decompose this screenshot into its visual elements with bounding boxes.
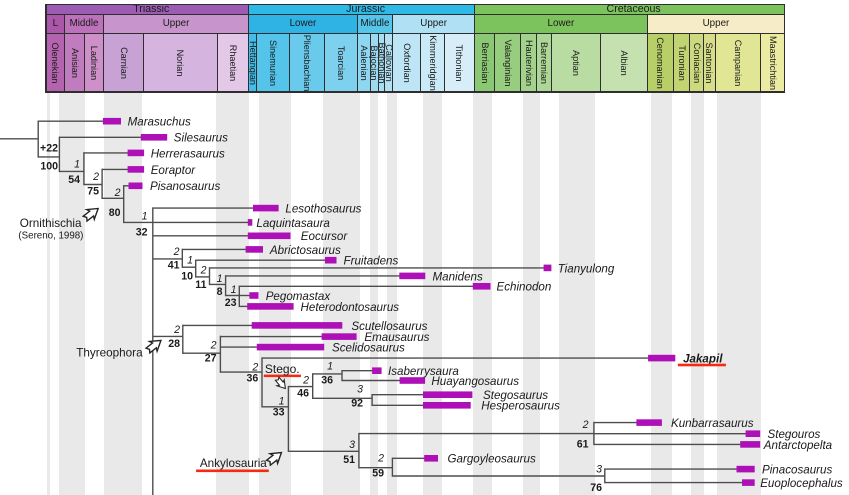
svg-text:36: 36 (247, 373, 259, 385)
svg-text:32: 32 (136, 227, 148, 239)
svg-text:Tianyulong: Tianyulong (558, 262, 615, 275)
svg-text:76: 76 (590, 482, 602, 494)
svg-text:3: 3 (357, 384, 363, 396)
svg-text:Lesothosaurus: Lesothosaurus (285, 203, 361, 216)
svg-text:Marasuchus: Marasuchus (128, 116, 191, 129)
svg-text:Pinacosaurus: Pinacosaurus (762, 464, 832, 477)
svg-text:Scutellosaurus: Scutellosaurus (351, 320, 427, 333)
svg-text:1: 1 (187, 255, 193, 267)
svg-text:100: 100 (40, 161, 58, 173)
svg-text:75: 75 (87, 186, 99, 198)
svg-text:Gargoyleosaurus: Gargoyleosaurus (448, 453, 536, 466)
svg-text:1: 1 (279, 396, 285, 408)
svg-text:46: 46 (297, 388, 309, 400)
svg-text:Pegomastax: Pegomastax (266, 290, 332, 303)
svg-text:Abrictosaurus: Abrictosaurus (269, 244, 341, 257)
svg-text:54: 54 (68, 174, 80, 186)
svg-text:Isaberrysaura: Isaberrysaura (388, 365, 459, 378)
svg-text:Pisanosaurus: Pisanosaurus (150, 180, 220, 193)
svg-text:3: 3 (349, 439, 355, 451)
svg-text:36: 36 (321, 374, 333, 386)
svg-text:80: 80 (109, 207, 121, 219)
svg-text:Huayangosaurus: Huayangosaurus (431, 375, 519, 388)
svg-text:Antarctopelta: Antarctopelta (763, 439, 833, 452)
svg-text:92: 92 (351, 398, 363, 410)
svg-text:Euoplocephalus: Euoplocephalus (760, 477, 843, 490)
svg-text:Heterodontosaurus: Heterodontosaurus (301, 301, 400, 314)
svg-text:1: 1 (217, 273, 223, 285)
svg-text:Manidens: Manidens (433, 270, 483, 283)
svg-text:Ornithischia: Ornithischia (20, 217, 82, 230)
svg-text:Fruitadens: Fruitadens (344, 255, 399, 268)
svg-text:2: 2 (377, 453, 384, 465)
svg-text:2: 2 (173, 246, 180, 258)
svg-text:1: 1 (327, 361, 333, 373)
svg-text:33: 33 (273, 407, 285, 419)
svg-text:Hesperosaurus: Hesperosaurus (481, 400, 560, 413)
svg-text:Stegosaurus: Stegosaurus (483, 389, 548, 402)
svg-text:2: 2 (210, 340, 217, 352)
svg-text:Silesaurus: Silesaurus (174, 132, 228, 145)
svg-text:1: 1 (231, 284, 237, 296)
svg-text:61: 61 (577, 439, 589, 451)
svg-text:2: 2 (582, 419, 589, 431)
svg-text:Laquintasaura: Laquintasaura (256, 217, 330, 230)
svg-text:Emausaurus: Emausaurus (364, 331, 429, 344)
svg-text:Eocursor: Eocursor (301, 230, 349, 243)
svg-text:Thyreophora: Thyreophora (76, 347, 143, 360)
svg-text:3: 3 (596, 464, 602, 476)
svg-text:Jakapil: Jakapil (683, 353, 723, 366)
svg-text:Echinodon: Echinodon (497, 281, 552, 294)
svg-text:+22: +22 (40, 143, 58, 155)
svg-text:2: 2 (92, 171, 99, 183)
svg-text:41: 41 (168, 260, 180, 272)
svg-text:11: 11 (195, 279, 206, 291)
svg-text:Herrerasaurus: Herrerasaurus (151, 147, 225, 160)
svg-text:28: 28 (168, 338, 180, 350)
svg-text:Scelidosaurus: Scelidosaurus (332, 342, 405, 355)
svg-text:Ankylosauria: Ankylosauria (200, 457, 267, 470)
svg-text:2: 2 (173, 324, 180, 336)
svg-text:27: 27 (205, 353, 217, 365)
svg-text:8: 8 (217, 286, 223, 298)
svg-text:Kunbarrasaurus: Kunbarrasaurus (671, 417, 754, 430)
svg-text:23: 23 (225, 297, 237, 309)
svg-text:1: 1 (74, 159, 80, 171)
svg-text:10: 10 (181, 271, 193, 283)
svg-text:59: 59 (372, 468, 384, 480)
svg-text:Eoraptor: Eoraptor (151, 164, 197, 177)
svg-text:2: 2 (251, 361, 258, 373)
svg-text:51: 51 (343, 454, 355, 466)
svg-text:1: 1 (142, 211, 148, 223)
svg-text:Stego.: Stego. (265, 362, 300, 376)
svg-text:Stegouros: Stegouros (768, 428, 821, 441)
svg-text:2: 2 (200, 265, 207, 277)
svg-text:(Sereno, 1998): (Sereno, 1998) (18, 230, 83, 241)
svg-text:2: 2 (114, 187, 121, 199)
svg-text:2: 2 (302, 375, 309, 387)
